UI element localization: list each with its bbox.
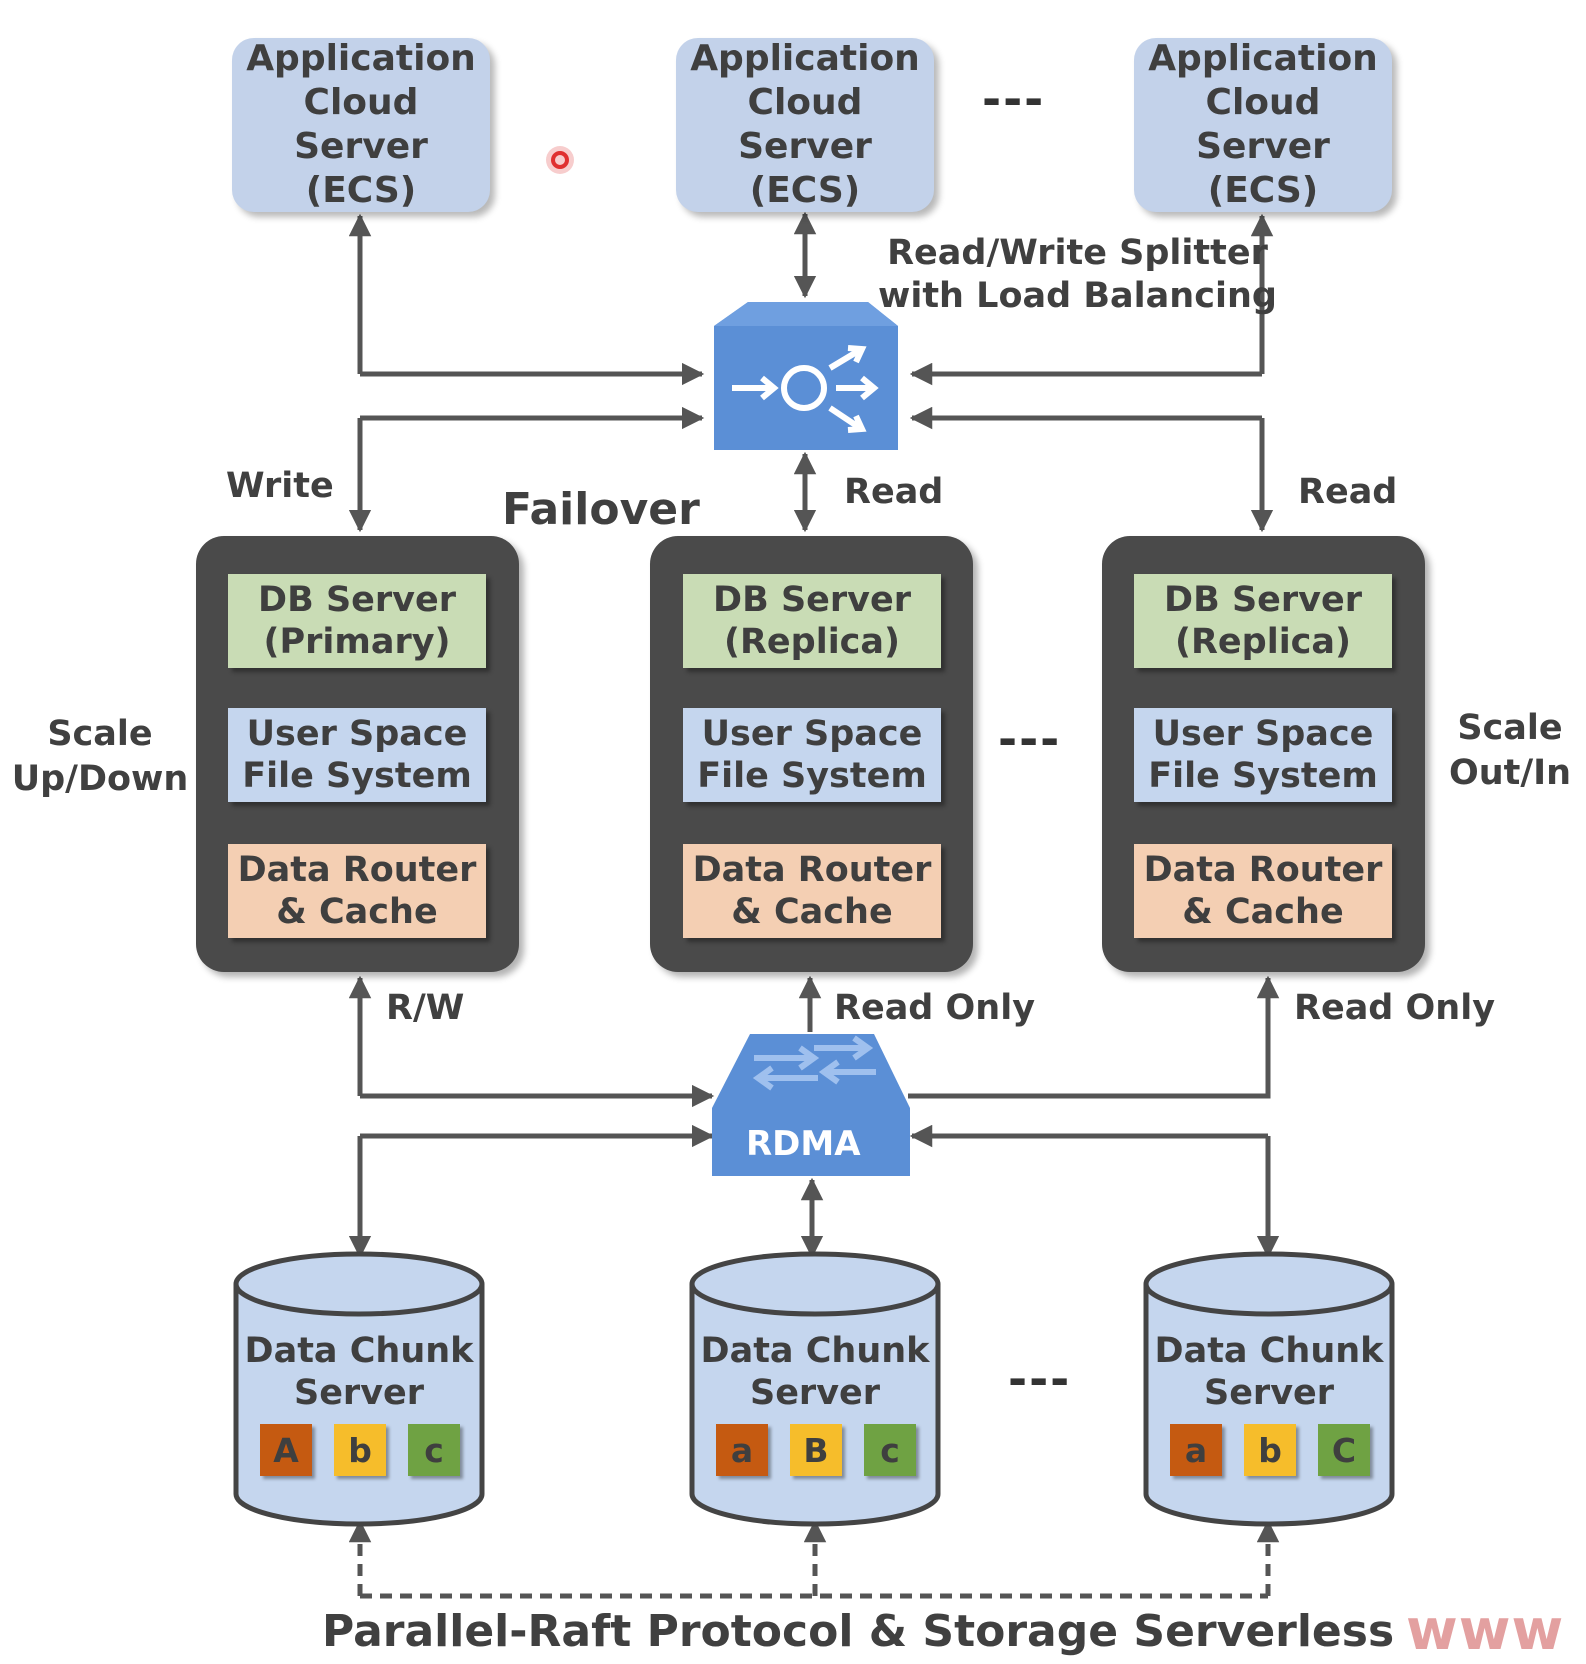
db-server-label: DB Server	[258, 580, 456, 620]
ellipsis-chunk-servers: ---	[1008, 1352, 1072, 1406]
data-router-label: & Cache	[276, 892, 438, 932]
file-system-label: User Space	[246, 714, 468, 754]
scale-out-in-label: Scale Out/In	[1440, 706, 1580, 796]
chunk-a: A	[260, 1424, 312, 1476]
app-server-label: Application	[246, 38, 476, 79]
chunk-b: B	[790, 1424, 842, 1476]
chunk-a: a	[716, 1424, 768, 1476]
splitter-label-line: Read/Write Splitter	[887, 233, 1268, 273]
app-server-label: (ECS)	[305, 170, 417, 211]
file-system-layer: User Space File System	[1134, 708, 1392, 802]
chunk-c: C	[1318, 1424, 1370, 1476]
read-only-label-1: Read Only	[834, 988, 1036, 1028]
load-balancer-icon	[714, 302, 898, 450]
app-server-label: Cloud Server	[738, 82, 872, 167]
chunk-server-2-title: Data Chunk Server	[690, 1330, 940, 1414]
file-system-label: User Space	[1152, 714, 1374, 754]
scale-label-line: Scale	[47, 714, 153, 754]
chunk-server-label: Data Chunk	[244, 1331, 474, 1371]
chunk-server-1-title: Data Chunk Server	[234, 1330, 484, 1414]
scale-label-line: Up/Down	[11, 759, 189, 799]
scale-label-line: Out/In	[1448, 753, 1572, 793]
data-router-layer: Data Router & Cache	[683, 844, 941, 938]
file-system-label: User Space	[701, 714, 923, 754]
data-router-label: & Cache	[1182, 892, 1344, 932]
ellipsis-apps: ---	[982, 72, 1046, 126]
splitter-label-line: with Load Balancing	[878, 276, 1277, 316]
data-router-label: Data Router	[237, 850, 477, 890]
db-server-label: DB Server	[713, 580, 911, 620]
read-label-2: Read	[1298, 472, 1398, 512]
chunk-server-label: Server	[293, 1373, 425, 1413]
rw-label: R/W	[386, 988, 465, 1028]
db-server-label: (Replica)	[723, 622, 901, 662]
cursor-marker	[546, 146, 574, 174]
chunk-a: a	[1170, 1424, 1222, 1476]
watermark: www	[1406, 1598, 1565, 1663]
db-node-replica-2: DB Server (Replica) User Space File Syst…	[1102, 536, 1425, 972]
network-switch-icon	[712, 1034, 910, 1176]
file-system-label: File System	[697, 756, 927, 796]
db-server-label: (Replica)	[1174, 622, 1352, 662]
app-server-3: Application Cloud Server (ECS)	[1134, 38, 1392, 212]
file-system-label: File System	[242, 756, 472, 796]
app-server-label: (ECS)	[1207, 170, 1319, 211]
file-system-layer: User Space File System	[683, 708, 941, 802]
chunk-server-label: Server	[749, 1373, 881, 1413]
chunk-server-label: Data Chunk	[1154, 1331, 1384, 1371]
ellipsis-db-nodes: ---	[998, 712, 1062, 766]
db-node-primary: DB Server (Primary) User Space File Syst…	[196, 536, 519, 972]
file-system-layer: User Space File System	[228, 708, 486, 802]
chunk-server-label: Server	[1203, 1373, 1335, 1413]
splitter-label: Read/Write Splitter with Load Balancing	[878, 232, 1277, 318]
app-server-2: Application Cloud Server (ECS)	[676, 38, 934, 212]
db-server-label: DB Server	[1164, 580, 1362, 620]
write-label: Write	[226, 466, 334, 506]
db-server-layer: DB Server (Primary)	[228, 574, 486, 668]
app-server-label: Application	[1148, 38, 1378, 79]
chunk-c: c	[408, 1424, 460, 1476]
app-server-label: Application	[690, 38, 920, 79]
chunk-server-3-title: Data Chunk Server	[1144, 1330, 1394, 1414]
failover-label: Failover	[502, 484, 700, 535]
db-server-label: (Primary)	[263, 622, 451, 662]
chunk-b: b	[1244, 1424, 1296, 1476]
connector-read-only-2	[908, 975, 1280, 1099]
file-system-label: File System	[1148, 756, 1378, 796]
db-server-layer: DB Server (Replica)	[683, 574, 941, 668]
data-router-label: Data Router	[1143, 850, 1383, 890]
read-only-label-2: Read Only	[1294, 988, 1496, 1028]
chunk-c: c	[864, 1424, 916, 1476]
db-server-layer: DB Server (Replica)	[1134, 574, 1392, 668]
data-router-label: & Cache	[731, 892, 893, 932]
db-node-replica-1: DB Server (Replica) User Space File Syst…	[650, 536, 973, 972]
app-server-label: (ECS)	[749, 170, 861, 211]
data-router-layer: Data Router & Cache	[1134, 844, 1392, 938]
app-server-label: Cloud Server	[294, 82, 428, 167]
app-server-1: Application Cloud Server (ECS)	[232, 38, 490, 212]
chunk-b: b	[334, 1424, 386, 1476]
data-router-layer: Data Router & Cache	[228, 844, 486, 938]
app-server-label: Cloud Server	[1196, 82, 1330, 167]
read-label-1: Read	[844, 472, 944, 512]
data-router-label: Data Router	[692, 850, 932, 890]
chunk-server-label: Data Chunk	[700, 1331, 930, 1371]
footer-title: Parallel-Raft Protocol & Storage Serverl…	[322, 1606, 1395, 1657]
scale-label-line: Scale	[1457, 708, 1563, 748]
scale-up-down-label: Scale Up/Down	[10, 712, 190, 802]
rdma-label: RDMA	[746, 1124, 861, 1164]
